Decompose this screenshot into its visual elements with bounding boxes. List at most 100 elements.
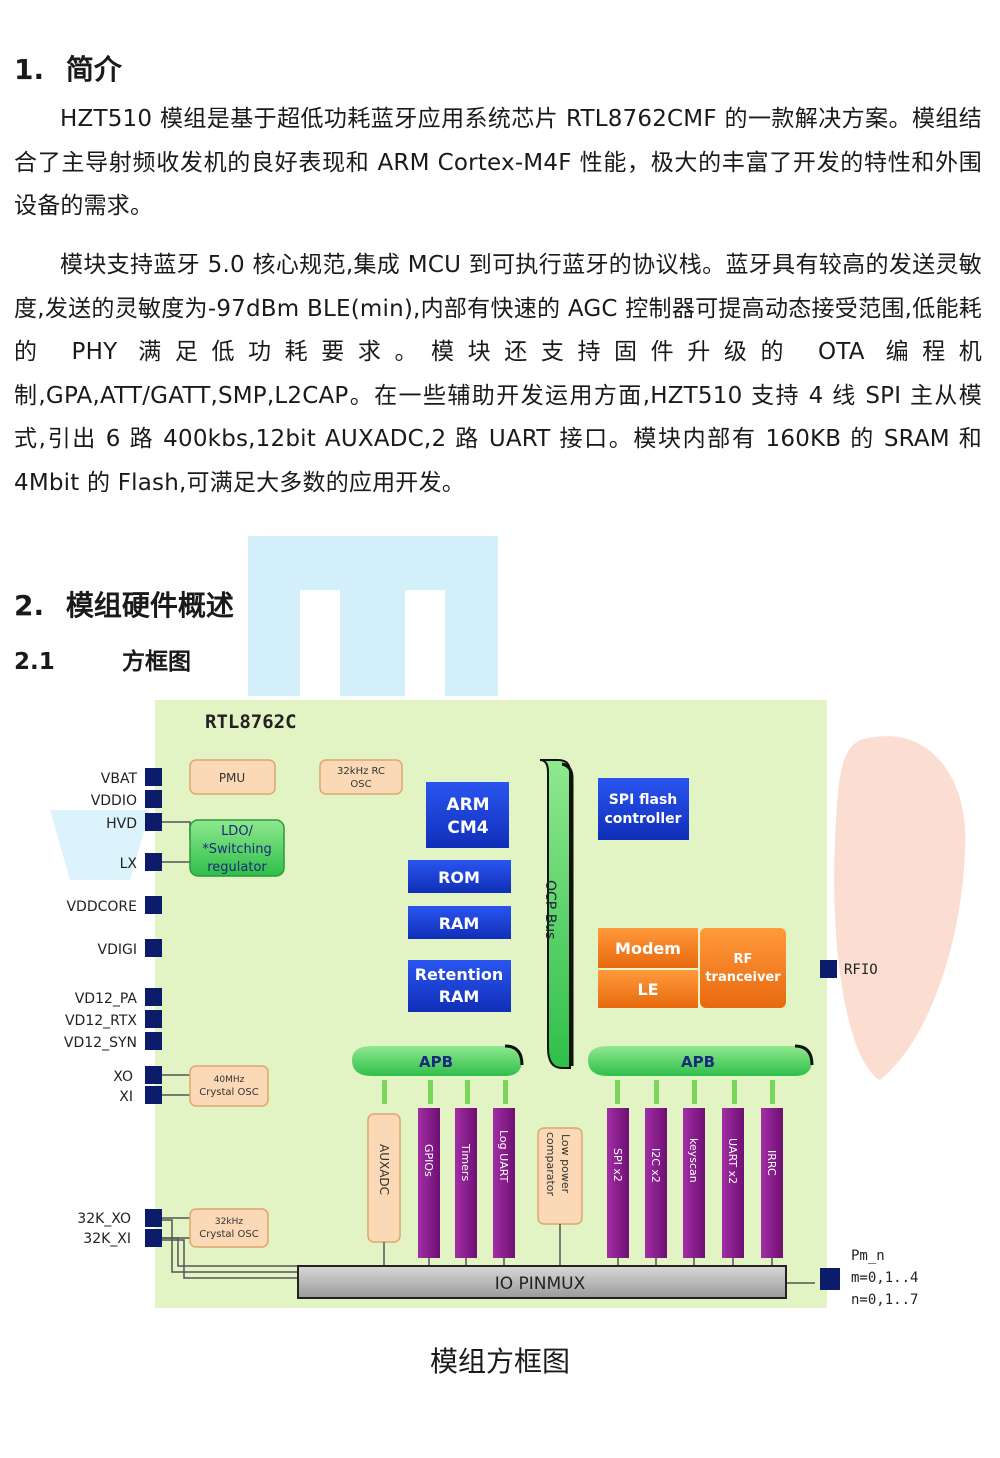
left-pin-group: VBAT VDDIO HVD LX VDDCORE VDIGI VD12_PA … xyxy=(64,768,162,1247)
pin-vddio-label: VDDIO xyxy=(91,793,137,809)
apb-bus-right-edge xyxy=(794,1044,814,1066)
log-uart-label: Log UART xyxy=(497,1130,510,1183)
pin-square xyxy=(145,1032,162,1050)
irrc-block xyxy=(761,1108,783,1258)
timers-label: Timers xyxy=(459,1143,472,1181)
crystal-40-label-line2: Crystal OSC xyxy=(199,1087,258,1098)
i2c-x2-block xyxy=(645,1108,667,1258)
pin-square xyxy=(145,1010,162,1028)
rc-osc-label-line2: OSC xyxy=(350,779,371,790)
crystal-osc-32khz-block xyxy=(189,1208,269,1248)
ram-block xyxy=(408,906,511,939)
gpios-label: GPIOs xyxy=(422,1144,435,1177)
crystal-40-label-line1: 40MHz xyxy=(214,1075,245,1085)
le-block xyxy=(598,970,698,1008)
ocp-bus xyxy=(539,759,571,1069)
pmu-block xyxy=(189,759,276,795)
io-pinmux-label: IO PINMUX xyxy=(495,1274,586,1294)
pin-xi-label: XI xyxy=(119,1089,133,1105)
uart-x2-block xyxy=(722,1108,744,1258)
pin-square xyxy=(145,988,162,1006)
intro-paragraph-2: 模块支持蓝牙 5.0 核心规范,集成 MCU 到可执行蓝牙的协议栈。蓝牙具有较高… xyxy=(14,252,982,496)
watermark-seal xyxy=(834,736,966,1080)
ldo-label-line3: regulator xyxy=(207,860,267,875)
apb-bus-right xyxy=(588,1046,812,1076)
pin-32k-xi-label: 32K_XI xyxy=(83,1231,131,1247)
lpc-label-line2: comparator xyxy=(544,1132,557,1197)
rf-tranceiver-block xyxy=(700,928,786,1008)
pin-xo-label: XO xyxy=(113,1069,133,1085)
pm-n-range-label: n=0,1..7 xyxy=(851,1292,918,1308)
modem-block xyxy=(598,928,698,968)
le-label: LE xyxy=(637,980,658,999)
rom-block xyxy=(408,860,511,893)
pin-square xyxy=(145,790,162,808)
connection-lines xyxy=(162,821,815,1284)
figure-caption: 模组方框图 xyxy=(429,1345,570,1378)
pm-pin-square xyxy=(820,1268,840,1290)
lpc-label-line1: Low power xyxy=(559,1134,572,1194)
arm-label-line1: ARM xyxy=(446,795,489,815)
gpios-block xyxy=(418,1108,440,1258)
ocp-bus-edge xyxy=(561,762,574,1066)
apb-connectors xyxy=(382,1080,775,1104)
pin-square xyxy=(145,1209,162,1227)
section-2-number: 2. xyxy=(14,589,45,622)
section-1-title: 简介 xyxy=(65,53,122,86)
timers-block xyxy=(455,1108,477,1258)
arm-label-line2: CM4 xyxy=(447,818,488,838)
keyscan-label: keyscan xyxy=(687,1138,700,1183)
rfio-pin-square xyxy=(820,960,837,978)
section-2-heading: 2. 模组硬件概述 xyxy=(14,584,234,624)
pin-hvd-label: HVD xyxy=(106,816,137,832)
pin-vd12-pa-label: VD12_PA xyxy=(75,991,138,1007)
section-1-number: 1. xyxy=(14,53,45,86)
pin-lx-label: LX xyxy=(120,856,138,872)
section-1-heading: 1. 简介 xyxy=(14,48,122,88)
retention-label-line2: RAM xyxy=(439,987,480,1006)
pm-pin-label: Pm_n xyxy=(851,1248,885,1264)
keyscan-block xyxy=(683,1108,705,1258)
rf-label-line1: RF xyxy=(734,952,753,967)
peripheral-group: AUXADC GPIOs Timers Log UART Low power c… xyxy=(367,1108,783,1258)
pin-vddcore-label: VDDCORE xyxy=(66,899,137,915)
retention-label-line1: Retention xyxy=(415,965,504,984)
log-uart-block xyxy=(493,1108,515,1258)
spi-flash-label-line2: controller xyxy=(604,811,681,827)
rc-osc-block xyxy=(319,759,403,795)
pin-vd12-rtx-label: VD12_RTX xyxy=(65,1013,137,1029)
pin-square xyxy=(145,853,162,871)
rom-label: ROM xyxy=(438,868,480,887)
ldo-block xyxy=(189,819,285,877)
pin-square xyxy=(145,1229,162,1247)
apb-right-label: APB xyxy=(681,1053,715,1071)
rfio-label: RFIO xyxy=(844,962,878,978)
pin-square xyxy=(145,896,162,914)
pmu-label: PMU xyxy=(219,771,245,785)
io-pinmux-block xyxy=(297,1265,787,1299)
crystal-32-label-line1: 32kHz xyxy=(215,1217,243,1227)
pinmux-ties xyxy=(383,1224,773,1266)
pin-vd12-syn-label: VD12_SYN xyxy=(64,1035,137,1051)
section-2-1-number: 2.1 xyxy=(14,649,55,675)
chip-name-label: RTL8762C xyxy=(205,711,297,733)
pin-vdigi-label: VDIGI xyxy=(98,942,137,958)
uart-x2-label: UART x2 xyxy=(726,1138,739,1184)
pin-square xyxy=(145,813,162,831)
auxadc-label: AUXADC xyxy=(377,1144,391,1195)
section-2-1-heading: 2.1 方框图 xyxy=(14,642,191,676)
ldo-label-line2: *Switching xyxy=(202,842,272,857)
block-diagram: RTL8762C VBAT VDDIO HVD LX VDDCORE VDIGI… xyxy=(50,536,966,1308)
ram-label: RAM xyxy=(439,914,480,933)
pin-square xyxy=(145,939,162,957)
watermark-logo xyxy=(50,536,498,880)
section-2-1-title: 方框图 xyxy=(122,649,192,675)
spi-x2-label: SPI x2 xyxy=(611,1148,624,1182)
pin-square xyxy=(145,768,162,786)
spi-flash-label-line1: SPI flash xyxy=(609,792,678,808)
modem-label: Modem xyxy=(615,939,681,958)
intro-paragraph-1: HZT510 模组是基于超低功耗蓝牙应用系统芯片 RTL8762CMF 的一款解… xyxy=(14,106,982,219)
ldo-label-line1: LDO/ xyxy=(221,824,253,839)
spi-x2-block xyxy=(607,1108,629,1258)
pm-m-range-label: m=0,1..4 xyxy=(851,1270,918,1286)
